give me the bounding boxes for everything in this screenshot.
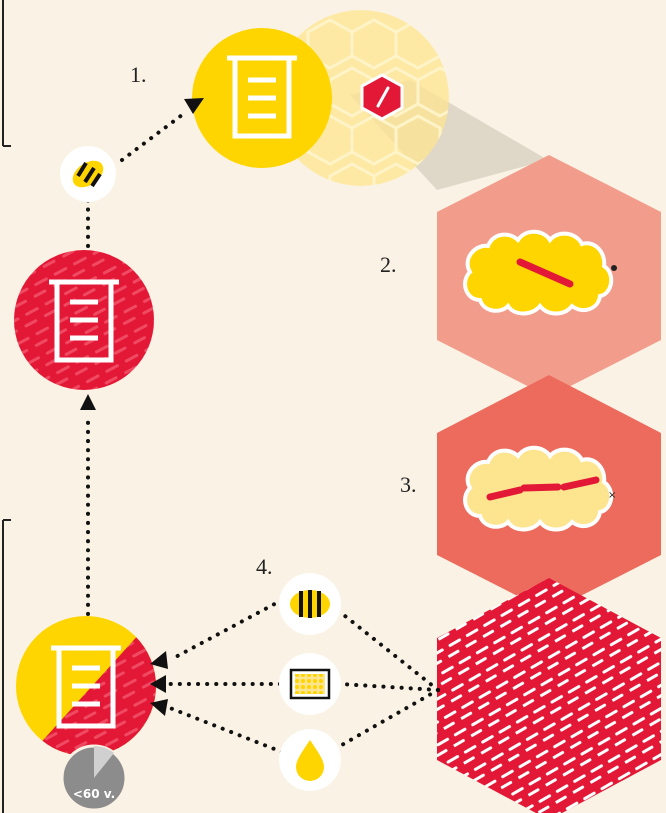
connector-bee-to-bottom [170, 600, 282, 660]
svg-text:×: × [608, 490, 616, 501]
step-label-4: 4. [256, 554, 273, 579]
timer-label: <60 v. [73, 787, 115, 801]
bee-icon [279, 573, 341, 635]
hive-circle-infected [14, 250, 154, 390]
comb-frame-icon [279, 653, 341, 715]
step-label-3: 3. [400, 472, 417, 497]
step-label-2: 2. [380, 252, 397, 277]
left-bracket-top [3, 0, 11, 146]
connector-hex-to-comb [340, 684, 438, 690]
step-label-1: 1. [130, 62, 147, 87]
honey-drop-icon [279, 729, 341, 791]
connector-bee-to-hive [122, 112, 186, 160]
left-bracket-bottom [3, 520, 11, 813]
connector-hex-to-bee [340, 612, 438, 690]
larva-icon [465, 232, 617, 314]
connector-drop-to-bottom [170, 708, 282, 752]
bee-icon [60, 146, 116, 202]
arrowhead [80, 394, 96, 410]
hive-circle-transition [10, 600, 170, 770]
hexagon-stage-infected [437, 578, 661, 813]
larva-icon: × [465, 448, 616, 530]
hive-circle-healthy [192, 28, 332, 168]
connector-hex-to-drop [340, 690, 438, 746]
